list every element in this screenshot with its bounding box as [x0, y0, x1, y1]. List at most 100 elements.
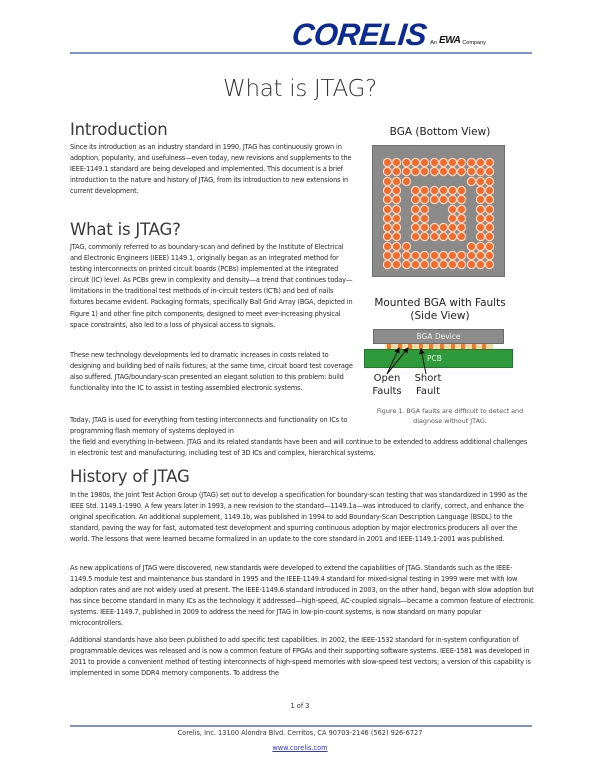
solder-ball [402, 177, 410, 185]
solder-ball [421, 224, 429, 232]
solder-ball [449, 196, 457, 204]
solder-ball [384, 159, 391, 166]
solder-ball [411, 233, 419, 241]
solder-ball [384, 233, 391, 241]
solder-ball [439, 224, 447, 232]
solder-ball [486, 159, 494, 166]
solder-ball [486, 214, 494, 222]
what-is-paragraph-3-cont: the field and everything in-between. JTA… [70, 438, 528, 458]
solder-ball [393, 177, 401, 185]
solder-ball [477, 214, 484, 222]
header-divider [70, 52, 532, 54]
solder-ball [402, 261, 410, 269]
solder-ball [477, 261, 484, 269]
solder-ball [430, 196, 438, 204]
corelis-logo: CORELIS An EWA Company [290, 17, 486, 52]
solder-ball [421, 159, 429, 166]
solder-ball [411, 224, 419, 232]
side-solder-ball [408, 344, 413, 349]
solder-ball [458, 224, 466, 232]
solder-ball [384, 186, 391, 194]
solder-ball [384, 205, 391, 213]
solder-ball [393, 205, 401, 213]
solder-ball [384, 168, 391, 176]
side-view-title: Mounted BGA with Faults (Side View) [374, 297, 506, 322]
solder-layer [385, 344, 493, 349]
side-solder-ball [461, 344, 466, 349]
what-is-paragraph-1: JTAG, commonly referred to as boundary-s… [70, 243, 353, 329]
solder-ball [393, 159, 401, 166]
solder-ball [421, 233, 429, 241]
solder-ball [402, 252, 410, 259]
solder-ball [430, 261, 438, 269]
solder-ball [439, 233, 447, 241]
solder-ball [411, 252, 419, 259]
solder-ball [486, 233, 494, 241]
solder-ball [402, 242, 410, 250]
solder-ball [439, 196, 447, 204]
side-solder-ball [482, 344, 487, 349]
solder-ball [421, 186, 429, 194]
side-solder-ball [418, 344, 423, 349]
solder-ball [449, 186, 457, 194]
solder-ball [477, 196, 484, 204]
solder-ball [467, 168, 475, 176]
heading-history: History of JTAG [70, 467, 190, 486]
solder-ball [430, 168, 438, 176]
figure-caption: Figure 1. BGA faults are difficult to de… [376, 407, 524, 425]
solder-ball [393, 224, 401, 232]
solder-ball [430, 159, 438, 166]
footer-website: www.corelis.com [0, 744, 600, 752]
solder-ball [402, 168, 410, 176]
solder-ball [411, 186, 419, 194]
side-solder-ball [397, 344, 402, 349]
solder-ball [477, 205, 484, 213]
solder-ball [439, 159, 447, 166]
solder-ball [384, 224, 391, 232]
solder-ball [439, 186, 447, 194]
pcb-block: PCB [364, 349, 513, 368]
bga-package-diagram [372, 145, 505, 277]
solder-ball [411, 168, 419, 176]
solder-ball [430, 252, 438, 259]
bga-device-block: BGA Device [373, 329, 504, 344]
solder-ball [477, 242, 484, 250]
solder-ball [411, 205, 419, 213]
solder-ball [393, 261, 401, 269]
side-solder-ball [471, 344, 476, 349]
solder-ball [449, 168, 457, 176]
solder-ball [477, 224, 484, 232]
solder-ball [486, 242, 494, 250]
side-solder-ball [450, 344, 455, 349]
page-number: 1 of 3 [290, 702, 310, 710]
solder-ball [477, 252, 484, 259]
solder-ball [477, 159, 484, 166]
side-solder-ball [440, 344, 444, 349]
solder-ball [393, 186, 401, 194]
solder-ball [467, 242, 475, 250]
solder-ball [411, 214, 419, 222]
solder-ball [458, 261, 466, 269]
solder-ball [439, 168, 447, 176]
solder-ball [458, 252, 466, 259]
solder-ball [411, 196, 419, 204]
open-faults-label: Open Faults [372, 373, 402, 397]
solder-ball [449, 233, 457, 241]
side-solder-ball [429, 344, 434, 349]
solder-ball [439, 261, 447, 269]
solder-ball [393, 214, 401, 222]
history-paragraph-2: As new applications of JTAG were discove… [70, 564, 534, 628]
solder-ball [384, 196, 391, 204]
website-link[interactable]: www.corelis.com [272, 744, 328, 752]
history-paragraph-1: In the 1980s, the Joint Test Action Grou… [70, 491, 528, 544]
solder-ball [486, 261, 494, 269]
solder-ball [486, 224, 494, 232]
heading-what-is-jtag: What is JTAG? [70, 220, 181, 239]
solder-ball [449, 261, 457, 269]
solder-ball [449, 224, 457, 232]
solder-ball [458, 233, 466, 241]
solder-ball [486, 205, 494, 213]
solder-ball [384, 214, 391, 222]
solder-ball [486, 168, 494, 176]
solder-ball [402, 159, 410, 166]
